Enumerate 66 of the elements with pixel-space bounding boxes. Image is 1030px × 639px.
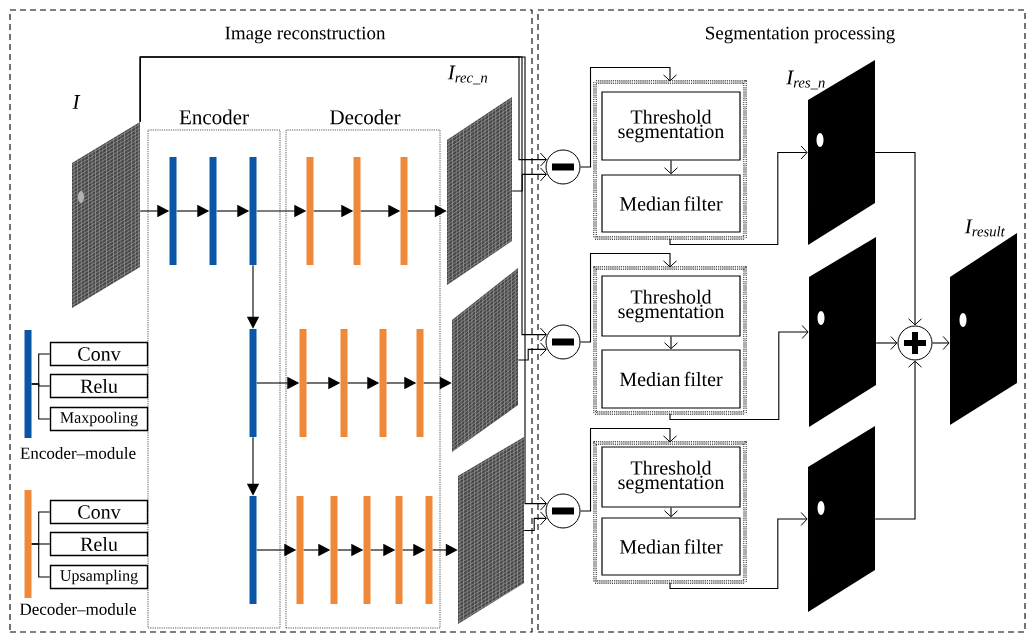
process-box: Threshold segmentation	[601, 446, 741, 508]
minus-circle	[545, 493, 581, 529]
module-label: Encoder–module	[20, 447, 136, 459]
layer-bar	[425, 496, 433, 604]
layer-bar	[353, 157, 361, 265]
grid-image	[452, 268, 518, 452]
layer-box: Conv	[49, 341, 149, 367]
arrow	[579, 428, 677, 512]
module-label: Decoder–module	[19, 603, 136, 615]
arrow	[874, 151, 922, 326]
layer-bar	[379, 329, 387, 437]
image-label: I$_{res_n}$	[786, 70, 825, 90]
layer-bar	[249, 157, 257, 265]
arrow	[517, 342, 547, 361]
arrow	[579, 253, 677, 343]
process-box: Threshold segmentation	[601, 275, 741, 337]
result-image	[809, 237, 876, 427]
layer-bar	[296, 496, 304, 604]
layer-bar	[330, 496, 338, 604]
image-label: I	[72, 95, 81, 109]
arrow	[669, 512, 808, 589]
layer-bar	[209, 157, 217, 265]
connector-line	[31, 383, 51, 420]
dotted-group-box	[593, 266, 747, 415]
plus-circle	[897, 325, 933, 361]
image-label: I$_{rec_n}$	[447, 65, 488, 85]
layer-bar	[400, 157, 408, 265]
layer-bar	[299, 329, 307, 437]
image-label: I$_{result}$	[964, 219, 1005, 237]
process-box: Median filter	[601, 517, 741, 576]
arrow	[669, 145, 808, 245]
arrow	[874, 360, 922, 520]
process-box: Threshold segmentation	[601, 91, 741, 161]
process-box: Median filter	[601, 174, 741, 233]
node-label: Decoder	[330, 109, 401, 125]
layer-bar	[395, 496, 403, 604]
dotted-group-box	[593, 80, 747, 240]
layer-box: Conv	[49, 499, 149, 525]
node-label: Encoder	[179, 109, 249, 125]
dotted-group-box: Decoder	[285, 109, 441, 629]
layer-bar	[249, 496, 257, 604]
layer-bar	[306, 157, 314, 265]
layer-box: Relu	[49, 531, 149, 557]
layer-box: Maxpooling	[49, 406, 149, 432]
layer-bar	[363, 496, 371, 604]
arrow	[931, 336, 950, 350]
grid-image	[458, 437, 524, 624]
arrow	[579, 67, 677, 168]
minus-circle	[545, 324, 581, 360]
layer-bar	[340, 329, 348, 437]
layer-box: Upsampling	[49, 564, 149, 590]
arrow	[139, 56, 547, 511]
layer-bar	[416, 329, 424, 437]
layer-bar	[169, 157, 177, 265]
dotted-group-box	[593, 441, 747, 584]
dotted-group-box: Encoder	[147, 109, 281, 629]
layer-bar	[249, 329, 257, 437]
process-box: Median filter	[601, 349, 741, 409]
connector-line	[31, 543, 51, 578]
arrow	[875, 336, 898, 350]
minus-circle	[545, 149, 581, 185]
arrow	[523, 511, 547, 532]
arrow	[511, 167, 547, 192]
arrow	[669, 325, 809, 420]
layer-box: Relu	[49, 373, 149, 399]
result-image	[808, 426, 875, 612]
